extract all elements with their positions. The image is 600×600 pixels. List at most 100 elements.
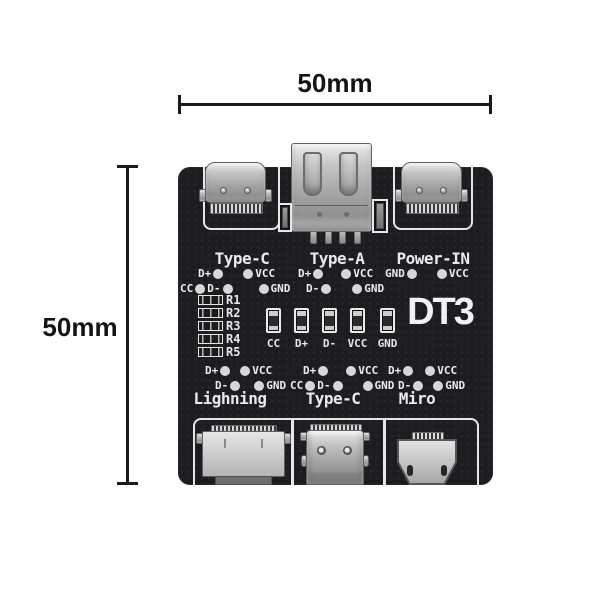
test-point-dot: [230, 380, 241, 391]
test-point-dot: [346, 365, 357, 376]
resistor: [198, 307, 223, 318]
resistor-label: R4: [226, 331, 241, 346]
led-dplus: D+: [294, 308, 309, 350]
resistor-label: R5: [226, 344, 241, 359]
testpoint-row: D+ VCC: [388, 363, 465, 378]
resistor-label: R2: [226, 305, 241, 320]
testpoint-row: D- GND: [398, 378, 465, 393]
pin-label: VCC: [252, 364, 273, 377]
testpoint-row: D+ VCC: [298, 266, 384, 281]
resistor: [198, 333, 223, 344]
pin-label: D+: [198, 267, 212, 280]
resistor: [198, 346, 223, 357]
led-chip: [353, 311, 362, 330]
test-point-dot: [403, 365, 414, 376]
pin-label: VCC: [448, 267, 469, 280]
brand-label: DT3: [407, 291, 475, 333]
dimension-tick: [117, 482, 138, 485]
pin-label: GND: [270, 282, 291, 295]
smd-component: [278, 203, 292, 232]
bottom-ports-outline: [193, 418, 479, 487]
port-label-lightning: Lighning: [193, 389, 267, 408]
pin-label: CC: [180, 282, 194, 295]
resistor-row: R5: [198, 344, 241, 359]
power-in-connector: [395, 162, 468, 214]
port-label-type-c-top: Type-C: [214, 249, 270, 268]
shell-mark: [224, 439, 226, 448]
mount-tab: [395, 189, 402, 202]
outline-divider: [383, 420, 386, 487]
usb-a-leg: [339, 231, 346, 244]
micro-usb-face: [399, 441, 455, 483]
pin-label: CC: [290, 379, 304, 392]
usb-a-leg: [325, 231, 332, 244]
resistor: [198, 294, 223, 305]
pin-label: D+: [205, 364, 219, 377]
dimension-tick: [489, 95, 492, 114]
pin-label: GND: [266, 379, 287, 392]
test-point-dot: [305, 380, 316, 391]
testpoints-type-c-top: D+ VCC CC D- GND: [180, 266, 290, 296]
testpoint-row: D+ VCC: [205, 363, 286, 378]
pin-label: VCC: [358, 364, 379, 377]
height-dimension-line: [117, 165, 138, 485]
led-chip: [383, 311, 392, 330]
test-point-dot: [321, 283, 332, 294]
test-point-dot: [406, 268, 417, 279]
type-c-bottom-connector: [300, 424, 370, 485]
type-c-dimple: [440, 187, 447, 194]
pin-label: D-: [306, 282, 320, 295]
test-point-dot: [413, 380, 424, 391]
resistor-row: R2: [198, 305, 241, 320]
test-point-dot: [240, 365, 251, 376]
usb-a-rivet: [317, 212, 322, 217]
pin-label: D+: [303, 364, 317, 377]
pcb-board: Type-C Type-A Power-IN D+ VCC CC D- GND: [178, 143, 493, 487]
led-chip: [297, 311, 306, 330]
micro-usb-shell: [397, 439, 457, 485]
pin-label: VCC: [437, 364, 458, 377]
led-label: CC: [266, 337, 281, 350]
micro-usb-connector: [397, 432, 457, 485]
dimension-tick: [117, 165, 138, 168]
resistor-row: R1: [198, 293, 240, 307]
test-point-dot: [243, 268, 254, 279]
width-dimension-label: 50mm: [297, 68, 373, 98]
led-cc: CC: [266, 308, 281, 350]
type-c-shell: [401, 162, 462, 203]
pin-label: VCC: [353, 267, 374, 280]
testpoints-micro: D+ VCC D- GND: [388, 363, 465, 393]
mount-tab: [199, 189, 206, 202]
dimension-tick: [178, 95, 181, 114]
type-c-dimple: [220, 187, 227, 194]
pin-label: D+: [388, 364, 402, 377]
lightning-shell: [202, 431, 285, 477]
height-dimension-label: 50mm: [42, 312, 118, 342]
smd-body: [376, 203, 384, 229]
lightning-base: [215, 476, 272, 485]
pin-label: D-: [398, 379, 412, 392]
testpoints-lightning: D+ VCC D- GND: [205, 363, 286, 393]
usb-a-seam: [295, 205, 368, 206]
usb-a-contact: [339, 152, 358, 196]
led-label: VCC: [347, 337, 368, 350]
resistor-row: R4: [198, 331, 241, 346]
resistor-label: R3: [226, 318, 241, 333]
testpoints-type-c-bottom: D+ VCC CC D- GND: [290, 363, 394, 393]
power-in-outline: [393, 167, 473, 230]
lightning-connector: [196, 425, 291, 485]
test-point-dot: [254, 380, 265, 391]
test-point-dot: [425, 365, 436, 376]
testpoint-row: D+ VCC: [198, 266, 290, 281]
port-label-micro: Miro: [398, 389, 436, 408]
type-c-top-connector: [199, 162, 272, 214]
usb-a-rivet: [344, 212, 349, 217]
testpoint-row: CC D- GND: [180, 281, 290, 296]
testpoint-row: D- GND: [215, 378, 286, 393]
smd-component: [372, 199, 388, 233]
test-point-dot: [362, 380, 373, 391]
resistor-bank: R1 R2 R3 R4 R5: [198, 293, 241, 359]
type-c-shell: [205, 162, 266, 203]
type-c-dimple: [244, 187, 251, 194]
pin-label: D+: [298, 267, 312, 280]
